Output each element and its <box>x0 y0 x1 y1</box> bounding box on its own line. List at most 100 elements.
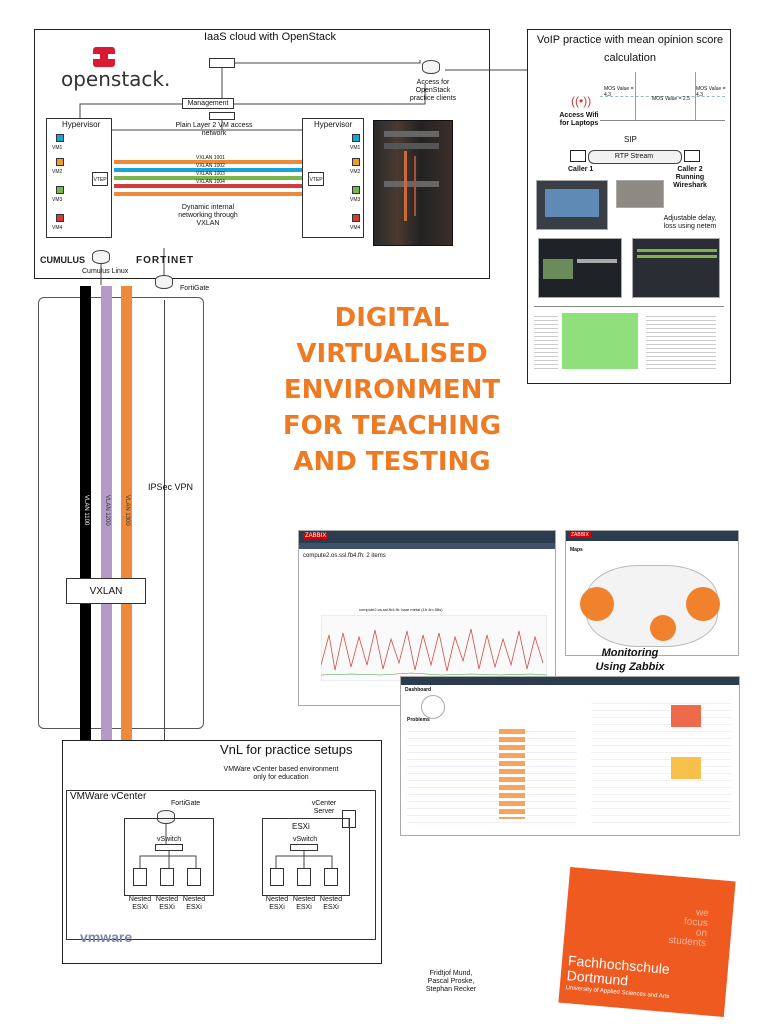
vm1-left-label: VM1 <box>52 145 63 151</box>
vm3-left-label: VM3 <box>52 197 63 203</box>
fh-dortmund-logo: we focus on students Fachhochschule Dort… <box>558 867 736 1017</box>
vm2-right-icon <box>352 158 360 166</box>
dynamic-net-label: Dynamic internal networking through VXLA… <box>178 204 238 227</box>
vm2-left-label: VM2 <box>52 169 63 175</box>
nested-esxi-6-label: Nested ESXi <box>319 896 343 911</box>
monitoring-caption: Monitoring Using Zabbix <box>595 647 665 673</box>
poster-title: DIGITAL VIRTUALISED ENVIRONMENT FOR TEAC… <box>282 300 502 480</box>
fortigate-icon <box>155 275 173 289</box>
vswitch-right-label: vSwitch <box>293 836 318 843</box>
vm4-left-icon <box>56 214 64 222</box>
maps-label: Maps <box>570 547 583 553</box>
nested-esxi-3-icon <box>187 868 201 886</box>
dashboard-gauge <box>421 695 445 719</box>
openstack-logo-icon <box>93 47 115 67</box>
vlan-line-lilac <box>101 286 112 741</box>
management-switch <box>209 58 235 68</box>
rtp-label: RTP Stream <box>614 153 654 160</box>
vxlan-strip-2 <box>114 168 302 172</box>
vcenter-server-label: vCenter Server <box>311 800 337 815</box>
vm2-right-label: VM2 <box>350 169 361 175</box>
vxlan-strip-label-2: VXLAN 1002 <box>196 163 225 169</box>
vm2-left-icon <box>56 158 64 166</box>
author-2: Pascal Proske, <box>427 978 475 985</box>
vmware-logo: vmware <box>80 929 133 945</box>
vxlan-strip-1 <box>114 160 302 164</box>
nested-esxi-5-label: Nested ESXi <box>292 896 316 911</box>
nested-esxi-6-icon <box>324 868 338 886</box>
nested-esxi-5-icon <box>297 868 311 886</box>
voip-photo <box>536 180 608 230</box>
authors: Fridtjof Mund, Pascal Proske, Stephan Re… <box>418 970 484 994</box>
wifi-icon: ((•)) <box>571 94 592 108</box>
adjustable-label: Adjustable delay, loss using netem <box>663 215 717 230</box>
zabbix-maps-window: ZABBIX Maps <box>565 530 739 656</box>
vswitch-left-label: vSwitch <box>157 836 182 843</box>
esxi-left-box <box>124 818 214 896</box>
title-line-2: VIRTUALISED <box>296 339 488 369</box>
zabbix-logo-1: ZABBIX <box>303 533 329 539</box>
zabbix-chart-heading: compute2.os.ssl.fb4.fh: bare metal (1h 4… <box>359 607 443 612</box>
vxlan-strip-5 <box>114 192 302 196</box>
map-node-3 <box>650 615 676 641</box>
sip-label: SIP <box>624 135 637 144</box>
vcenter-box <box>66 790 376 940</box>
vlan-line-orange <box>121 286 132 741</box>
laptop-right-icon <box>684 150 700 162</box>
dashboard-label: Dashboard <box>405 687 432 693</box>
fh-tagline: we focus on students <box>668 906 709 949</box>
zabbix-graph-title: compute2.os.ssl.fb4.fh: 2 items <box>303 553 386 559</box>
author-3: Stephan Recker <box>425 986 477 993</box>
vm4-left-label: VM4 <box>52 225 63 231</box>
zabbix-logo-2: ZABBIX <box>569 532 591 538</box>
laptop-left-icon <box>570 150 586 162</box>
fh-tag-4: students <box>667 934 707 950</box>
vcenter-box-label: VMWare vCenter <box>70 791 147 802</box>
vtep-left: VTEP <box>92 172 108 186</box>
vlan-line-black <box>80 286 91 741</box>
title-line-3: ENVIRONMENT <box>283 375 501 405</box>
vm3-right-label: VM3 <box>350 197 361 203</box>
map-node-2 <box>686 587 720 621</box>
mos-label-2: MOS Value = 2.5 <box>652 96 690 102</box>
vnl-subtitle: VMWare vCenter based environment only fo… <box>223 766 339 781</box>
zabbix-graph-window: ZABBIX compute2.os.ssl.fb4.fh: 2 items c… <box>298 530 556 706</box>
fortinet-logo: FORTINET <box>136 255 194 266</box>
plain-l2-label: Plain Layer 2 VM access network <box>175 122 253 137</box>
title-line-5: AND TESTING <box>293 447 491 477</box>
author-1: Fridtjof Mund, <box>429 970 473 977</box>
esxi-right-box <box>262 818 350 896</box>
management-box: Management <box>182 98 234 109</box>
mos-label-3: MOS Value = 4.3 <box>696 86 726 98</box>
problem-list <box>407 725 577 825</box>
access-practice-label: Access for OpenStack practice clients <box>409 79 457 102</box>
access-wifi-label: Access Wifi for Laptops <box>559 112 599 127</box>
vxlan-strip-4 <box>114 184 302 188</box>
nested-esxi-1-label: Nested ESXi <box>128 896 152 911</box>
vm4-right-label: VM4 <box>350 225 361 231</box>
openstack-logo <box>60 45 160 90</box>
nested-esxi-2-label: Nested ESXi <box>155 896 179 911</box>
problems-label: Problems <box>407 717 430 723</box>
voip-photo-2 <box>616 180 664 208</box>
voip-screenshot-1 <box>538 238 622 298</box>
nested-esxi-4-label: Nested ESXi <box>265 896 289 911</box>
server-rack-photo <box>373 120 453 246</box>
vm4-right-icon <box>352 214 360 222</box>
vm3-left-icon <box>56 186 64 194</box>
title-line-4: FOR TEACHING <box>282 411 502 441</box>
voip-title: VoIP practice with mean opinion score ca… <box>536 34 724 64</box>
openstack-logo-text: openstack. <box>61 67 171 91</box>
zabbix-dashboard-window: Dashboard Problems <box>400 676 740 836</box>
nested-esxi-2-icon <box>160 868 174 886</box>
iaas-title: IaaS cloud with OpenStack <box>203 31 337 43</box>
rtp-stream-bar <box>588 150 682 164</box>
hypervisor-right-label: Hypervisor <box>314 120 353 129</box>
fortigate-label: FortiGate <box>180 285 210 292</box>
vm1-right-icon <box>352 134 360 142</box>
cumulus-logo: CUMULUS <box>40 255 85 265</box>
caller1-label: Caller 1 <box>568 166 594 173</box>
vxlan-box: VXLAN <box>66 578 146 604</box>
ipsec-label: IPSec VPN <box>148 482 194 492</box>
vxlan-strip-label-3: VXLAN 1003 <box>196 171 225 177</box>
